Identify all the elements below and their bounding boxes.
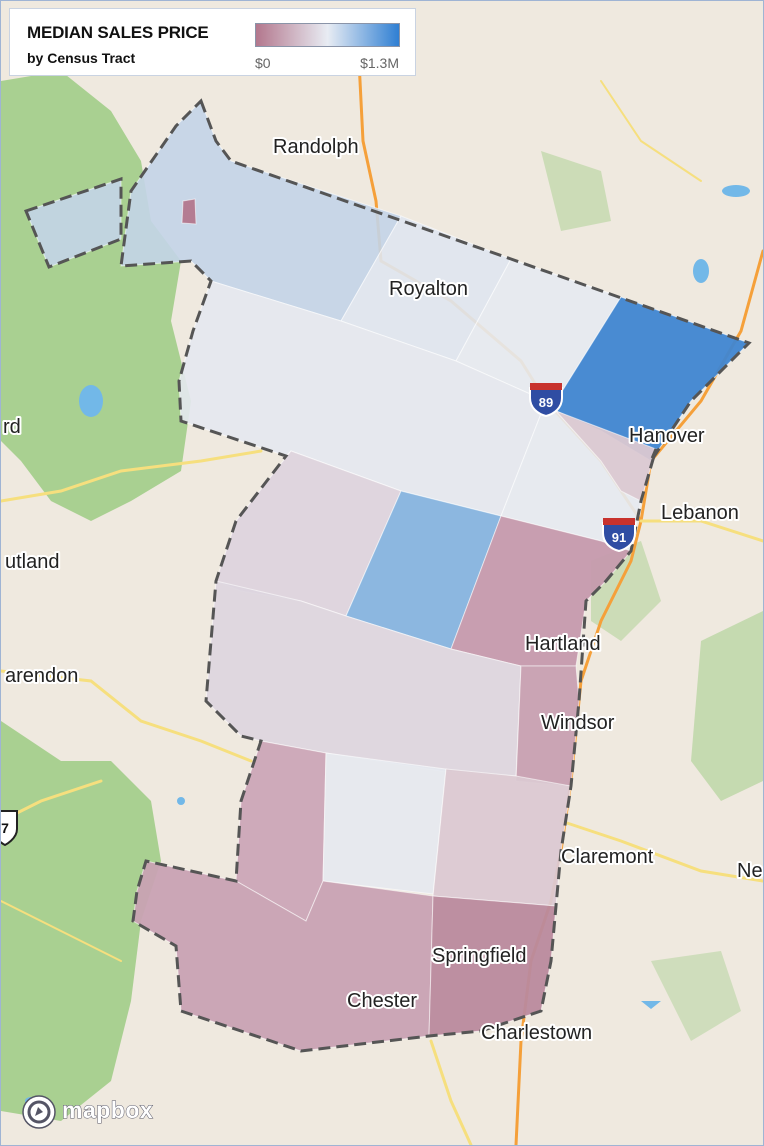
lake-1 (79, 385, 103, 417)
tract-weathersfield[interactable] (432, 768, 572, 907)
tract-small-pink[interactable] (181, 198, 197, 225)
place-label-windsor: Windsor (541, 712, 615, 734)
place-label-newport: Ne (737, 860, 763, 882)
road-minor-2 (600, 80, 702, 182)
place-label-partial-west: rd (3, 416, 21, 438)
tract-white-river[interactable] (555, 410, 657, 502)
interstate-icon-top (603, 518, 635, 525)
interstate-icon (602, 522, 636, 553)
shield-number-91: 91 (612, 530, 626, 545)
us-route-icon (1, 810, 18, 847)
shield-number-7: 7 (1, 820, 9, 836)
shield-i91: 91 (602, 518, 636, 553)
pond-3 (641, 1001, 661, 1009)
place-label-royalton: Royalton (389, 278, 468, 300)
place-label-clarendon: arendon (5, 665, 78, 687)
forest-area-north (541, 151, 611, 231)
place-label-springfield: Springfield (432, 945, 527, 967)
place-label-chester: Chester (347, 990, 417, 1012)
interstate-icon-top (530, 383, 562, 390)
road-route-11 (559, 819, 763, 883)
forest-area-south-east (651, 951, 741, 1041)
place-label-lebanon: Lebanon (661, 502, 739, 524)
place-label-claremont: Claremont (561, 846, 654, 868)
water-bodies (25, 185, 750, 1105)
road-route-103 (1, 669, 253, 763)
mapbox-logo-icon (22, 1095, 56, 1129)
region-boundary (24, 98, 752, 1053)
tract-cavendish[interactable] (322, 752, 447, 895)
boundary-main (119, 98, 752, 1053)
road-us-4 (1, 449, 263, 503)
legend-max-label: $1.3M (360, 55, 399, 71)
legend-color-gradient (255, 23, 400, 47)
lake-2 (722, 185, 750, 197)
road-minor-1 (1, 900, 122, 962)
shield-us7: 7 (1, 810, 18, 847)
lake-3 (693, 259, 709, 283)
forest-area-east (691, 611, 763, 801)
place-label-charlestown: Charlestown (481, 1022, 592, 1044)
pond-1 (177, 797, 185, 805)
place-label-hanover: Hanover (629, 425, 705, 447)
place-label-rutland: utland (5, 551, 60, 573)
legend-title: MEDIAN SALES PRICE (27, 23, 209, 42)
mapbox-attribution[interactable]: mapbox (18, 1091, 183, 1133)
map-legend: MEDIAN SALES PRICE by Census Tract $0 $1… (9, 8, 416, 76)
interstate-icon (529, 387, 563, 418)
forest-area-southwest (1, 721, 161, 1121)
place-label-hartland: Hartland (525, 633, 601, 655)
place-label-randolph: Randolph (273, 136, 359, 158)
boundary-detached (24, 176, 123, 269)
shield-i89: 89 (529, 383, 563, 418)
road-route-11-south (429, 1039, 473, 1145)
place-labels: Randolph Royalton Hanover Lebanon utland… (1, 134, 763, 1046)
legend-subtitle: by Census Tract (27, 50, 136, 66)
road-route-4-nh (639, 519, 763, 543)
census-tracts (25, 100, 750, 1052)
legend-min-label: $0 (255, 55, 271, 71)
shield-number-89: 89 (539, 395, 553, 410)
mapbox-wordmark: mapbox (61, 1097, 154, 1124)
